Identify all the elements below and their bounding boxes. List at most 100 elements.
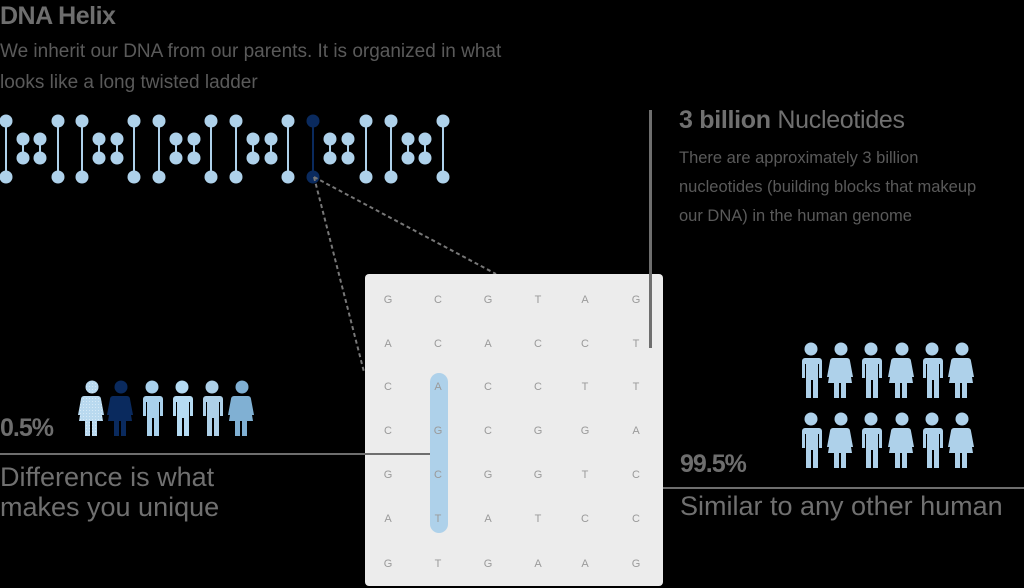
base-pair-icon xyxy=(152,114,166,184)
nucleotide-cell: G xyxy=(631,558,641,570)
nucleotide-cell: C xyxy=(632,513,640,525)
nucleotide-cell: A xyxy=(384,338,392,350)
nucleotide-cell: C xyxy=(434,338,442,350)
nucleotide-cell: T xyxy=(581,469,589,481)
nucleotides-divider xyxy=(649,110,652,348)
female-person-icon xyxy=(827,412,853,468)
nucleotide-cell: T xyxy=(632,338,640,350)
nucleotide-cell: G xyxy=(483,294,493,306)
male-person-icon xyxy=(802,342,822,398)
nucleotide-cell: G xyxy=(383,558,393,570)
nucleotide-cell: G xyxy=(533,469,543,481)
nucleotide-cell: G xyxy=(580,425,590,437)
dna-helix-icon xyxy=(0,114,450,184)
male-person-icon xyxy=(923,412,943,468)
base-pair-icon xyxy=(51,114,65,184)
short-base-pair-icon xyxy=(323,132,337,165)
nucleotide-cell: A xyxy=(384,513,392,525)
nucleotide-cell: A xyxy=(581,294,589,306)
nucleotide-cell: G xyxy=(533,425,543,437)
page-title: DNA Helix xyxy=(0,2,116,30)
nucleotide-cell: C xyxy=(534,381,542,393)
female-person-icon xyxy=(888,412,914,468)
nucleotide-cell: C xyxy=(484,381,492,393)
female-person-icon xyxy=(948,342,974,398)
nucleotide-cell: G xyxy=(483,469,493,481)
sequence-highlight-bar xyxy=(430,373,448,533)
nucleotide-cell: C xyxy=(581,338,589,350)
short-base-pair-icon xyxy=(341,132,355,165)
short-base-pair-icon xyxy=(418,132,432,165)
short-base-pair-icon xyxy=(110,132,124,165)
highlighted-base-pair-icon xyxy=(306,114,320,184)
nucleotide-cell: T xyxy=(632,381,640,393)
nucleotide-cell: C xyxy=(384,425,392,437)
female-person-icon xyxy=(948,412,974,468)
nucleotide-cell: A xyxy=(534,558,542,570)
nucleotide-cell: T xyxy=(534,513,542,525)
nucleotides-description: There are approximately 3 billion nucleo… xyxy=(679,149,977,225)
nucleotide-cell: C xyxy=(632,469,640,481)
nucleotide-cell: G xyxy=(383,469,393,481)
nucleotide-cell: T xyxy=(434,513,442,525)
similarity-divider xyxy=(663,487,1024,489)
female-person-icon xyxy=(78,380,104,436)
difference-percent: 0.5% xyxy=(0,414,54,442)
base-pair-icon xyxy=(229,114,243,184)
nucleotides-label: Nucleotides xyxy=(770,106,905,134)
nucleotide-cell: T xyxy=(581,381,589,393)
nucleotide-cell: T xyxy=(434,558,442,570)
nucleotides-count: 3 billion xyxy=(679,106,771,134)
sequence-grid-card xyxy=(365,274,663,586)
male-person-icon xyxy=(173,380,193,436)
nucleotide-cell: A xyxy=(484,513,492,525)
base-pair-icon xyxy=(204,114,218,184)
short-base-pair-icon xyxy=(92,132,106,165)
nucleotides-title: 3 billion Nucleotides xyxy=(679,106,905,135)
short-base-pair-icon xyxy=(401,132,415,165)
base-pair-icon xyxy=(384,114,398,184)
difference-divider xyxy=(0,453,430,455)
nucleotide-cell: G xyxy=(483,558,493,570)
male-person-icon xyxy=(802,412,822,468)
nucleotide-cell: T xyxy=(534,294,542,306)
difference-caption-line1: Difference is what xyxy=(0,462,215,492)
female-person-icon xyxy=(888,342,914,398)
nucleotide-cell: C xyxy=(384,381,392,393)
male-person-icon xyxy=(862,412,882,468)
zoom-connector-lines xyxy=(313,176,497,373)
nucleotide-cell: C xyxy=(434,469,442,481)
nucleotide-cell: C xyxy=(434,294,442,306)
nucleotide-cell: G xyxy=(631,294,641,306)
nucleotide-cell: C xyxy=(484,425,492,437)
base-pair-icon xyxy=(75,114,89,184)
nucleotide-cell: A xyxy=(434,381,442,393)
female-person-icon xyxy=(107,380,133,436)
base-pair-icon xyxy=(127,114,141,184)
female-person-icon xyxy=(228,380,254,436)
nucleotide-cell: A xyxy=(632,425,640,437)
female-person-icon xyxy=(827,342,853,398)
nucleotide-cell: C xyxy=(534,338,542,350)
male-person-icon xyxy=(923,342,943,398)
short-base-pair-icon xyxy=(264,132,278,165)
short-base-pair-icon xyxy=(33,132,47,165)
male-person-icon xyxy=(143,380,163,436)
base-pair-icon xyxy=(359,114,373,184)
nucleotide-cell: C xyxy=(581,513,589,525)
difference-caption: Difference is what makes you unique xyxy=(0,462,219,522)
short-base-pair-icon xyxy=(246,132,260,165)
nucleotide-cell: A xyxy=(484,338,492,350)
short-base-pair-icon xyxy=(16,132,30,165)
male-person-icon xyxy=(203,380,223,436)
page-subtitle: We inherit our DNA from our parents. It … xyxy=(0,41,502,93)
base-pair-icon xyxy=(281,114,295,184)
similarity-percent: 99.5% xyxy=(680,450,747,478)
similarity-caption: Similar to any other human xyxy=(680,491,1003,521)
nucleotide-cell: A xyxy=(581,558,589,570)
nucleotide-cell: G xyxy=(383,294,393,306)
base-pair-icon xyxy=(436,114,450,184)
